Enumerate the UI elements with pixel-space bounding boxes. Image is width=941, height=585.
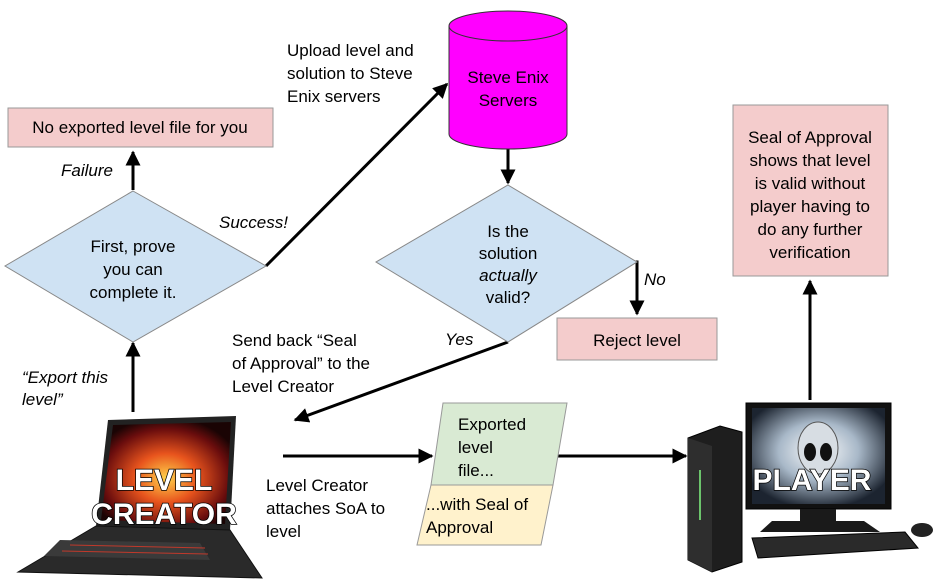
with-seal-line-1: ...with Seal of: [426, 495, 528, 514]
servers-line-2: Servers: [479, 91, 538, 110]
attaches-line-3: level: [266, 522, 301, 541]
arrow-prove-to-servers: [264, 82, 449, 268]
no-label: No: [644, 270, 666, 289]
send-back-line-1: Send back “Seal: [232, 331, 357, 350]
send-back-label: Send back “Seal of Approval” to the Leve…: [232, 331, 370, 396]
reject-text: Reject level: [593, 331, 681, 350]
laptop-line-2: CREATOR: [91, 498, 237, 531]
laptop-line-1: LEVEL: [116, 464, 213, 497]
export-line-2: level”: [22, 390, 64, 409]
exported-line-2: level: [458, 438, 493, 457]
failure-label: Failure: [61, 161, 113, 180]
upload-line-3: Enix servers: [287, 87, 381, 106]
upload-line-1: Upload level and: [287, 41, 414, 60]
arrow-valid-to-laptop: [293, 340, 509, 423]
exported-file-shape: Exported level file...: [430, 402, 568, 486]
seal-line-4: player having to: [750, 197, 870, 216]
prove-diamond: First, prove you can complete it.: [4, 190, 268, 343]
no-export-text: No exported level file for you: [32, 118, 247, 137]
export-this-label: “Export this level”: [22, 368, 108, 409]
prove-line-3: complete it.: [90, 283, 177, 302]
player-label: PLAYER: [753, 464, 872, 497]
upload-line-2: solution to Steve: [287, 64, 413, 83]
valid-line-3: actually: [479, 266, 538, 285]
export-line-1: “Export this: [22, 368, 108, 387]
upload-label: Upload level and solution to Steve Enix …: [287, 41, 414, 106]
seal-line-5: do any further: [758, 220, 863, 239]
desktop-image: PLAYER: [687, 402, 933, 573]
laptop-image: LEVEL CREATOR: [16, 416, 263, 579]
valid-diamond: Is the solution actually valid?: [375, 184, 638, 343]
valid-line-1: Is the: [487, 222, 529, 241]
attaches-line-1: Level Creator: [266, 476, 368, 495]
attaches-line-2: attaches SoA to: [266, 499, 385, 518]
seal-line-2: shows that level: [750, 151, 871, 170]
reject-box: Reject level: [556, 317, 718, 361]
valid-line-2: solution: [479, 244, 538, 263]
seal-line-3: is valid without: [755, 174, 866, 193]
seal-line-1: Seal of Approval: [748, 128, 872, 147]
no-export-box: No exported level file for you: [7, 107, 274, 148]
seal-box: Seal of Approval shows that level is val…: [732, 104, 889, 277]
valid-line-4: valid?: [486, 288, 530, 307]
yes-label: Yes: [445, 330, 474, 349]
with-seal-line-2: Approval: [426, 518, 493, 537]
arrow-valid-to-reject: [629, 260, 645, 316]
seal-line-6: verification: [769, 243, 850, 262]
servers-database: Steve Enix Servers: [448, 10, 568, 150]
success-label: Success!: [219, 213, 288, 232]
prove-line-1: First, prove: [90, 237, 175, 256]
exported-line-1: Exported: [458, 415, 526, 434]
exported-line-3: file...: [458, 461, 494, 480]
prove-line-2: you can: [103, 260, 163, 279]
send-back-line-3: Level Creator: [232, 377, 334, 396]
send-back-line-2: of Approval” to the: [232, 354, 370, 373]
with-seal-shape: ...with Seal of Approval: [416, 484, 554, 546]
attaches-label: Level Creator attaches SoA to level: [266, 476, 385, 541]
servers-line-1: Steve Enix: [467, 68, 549, 87]
